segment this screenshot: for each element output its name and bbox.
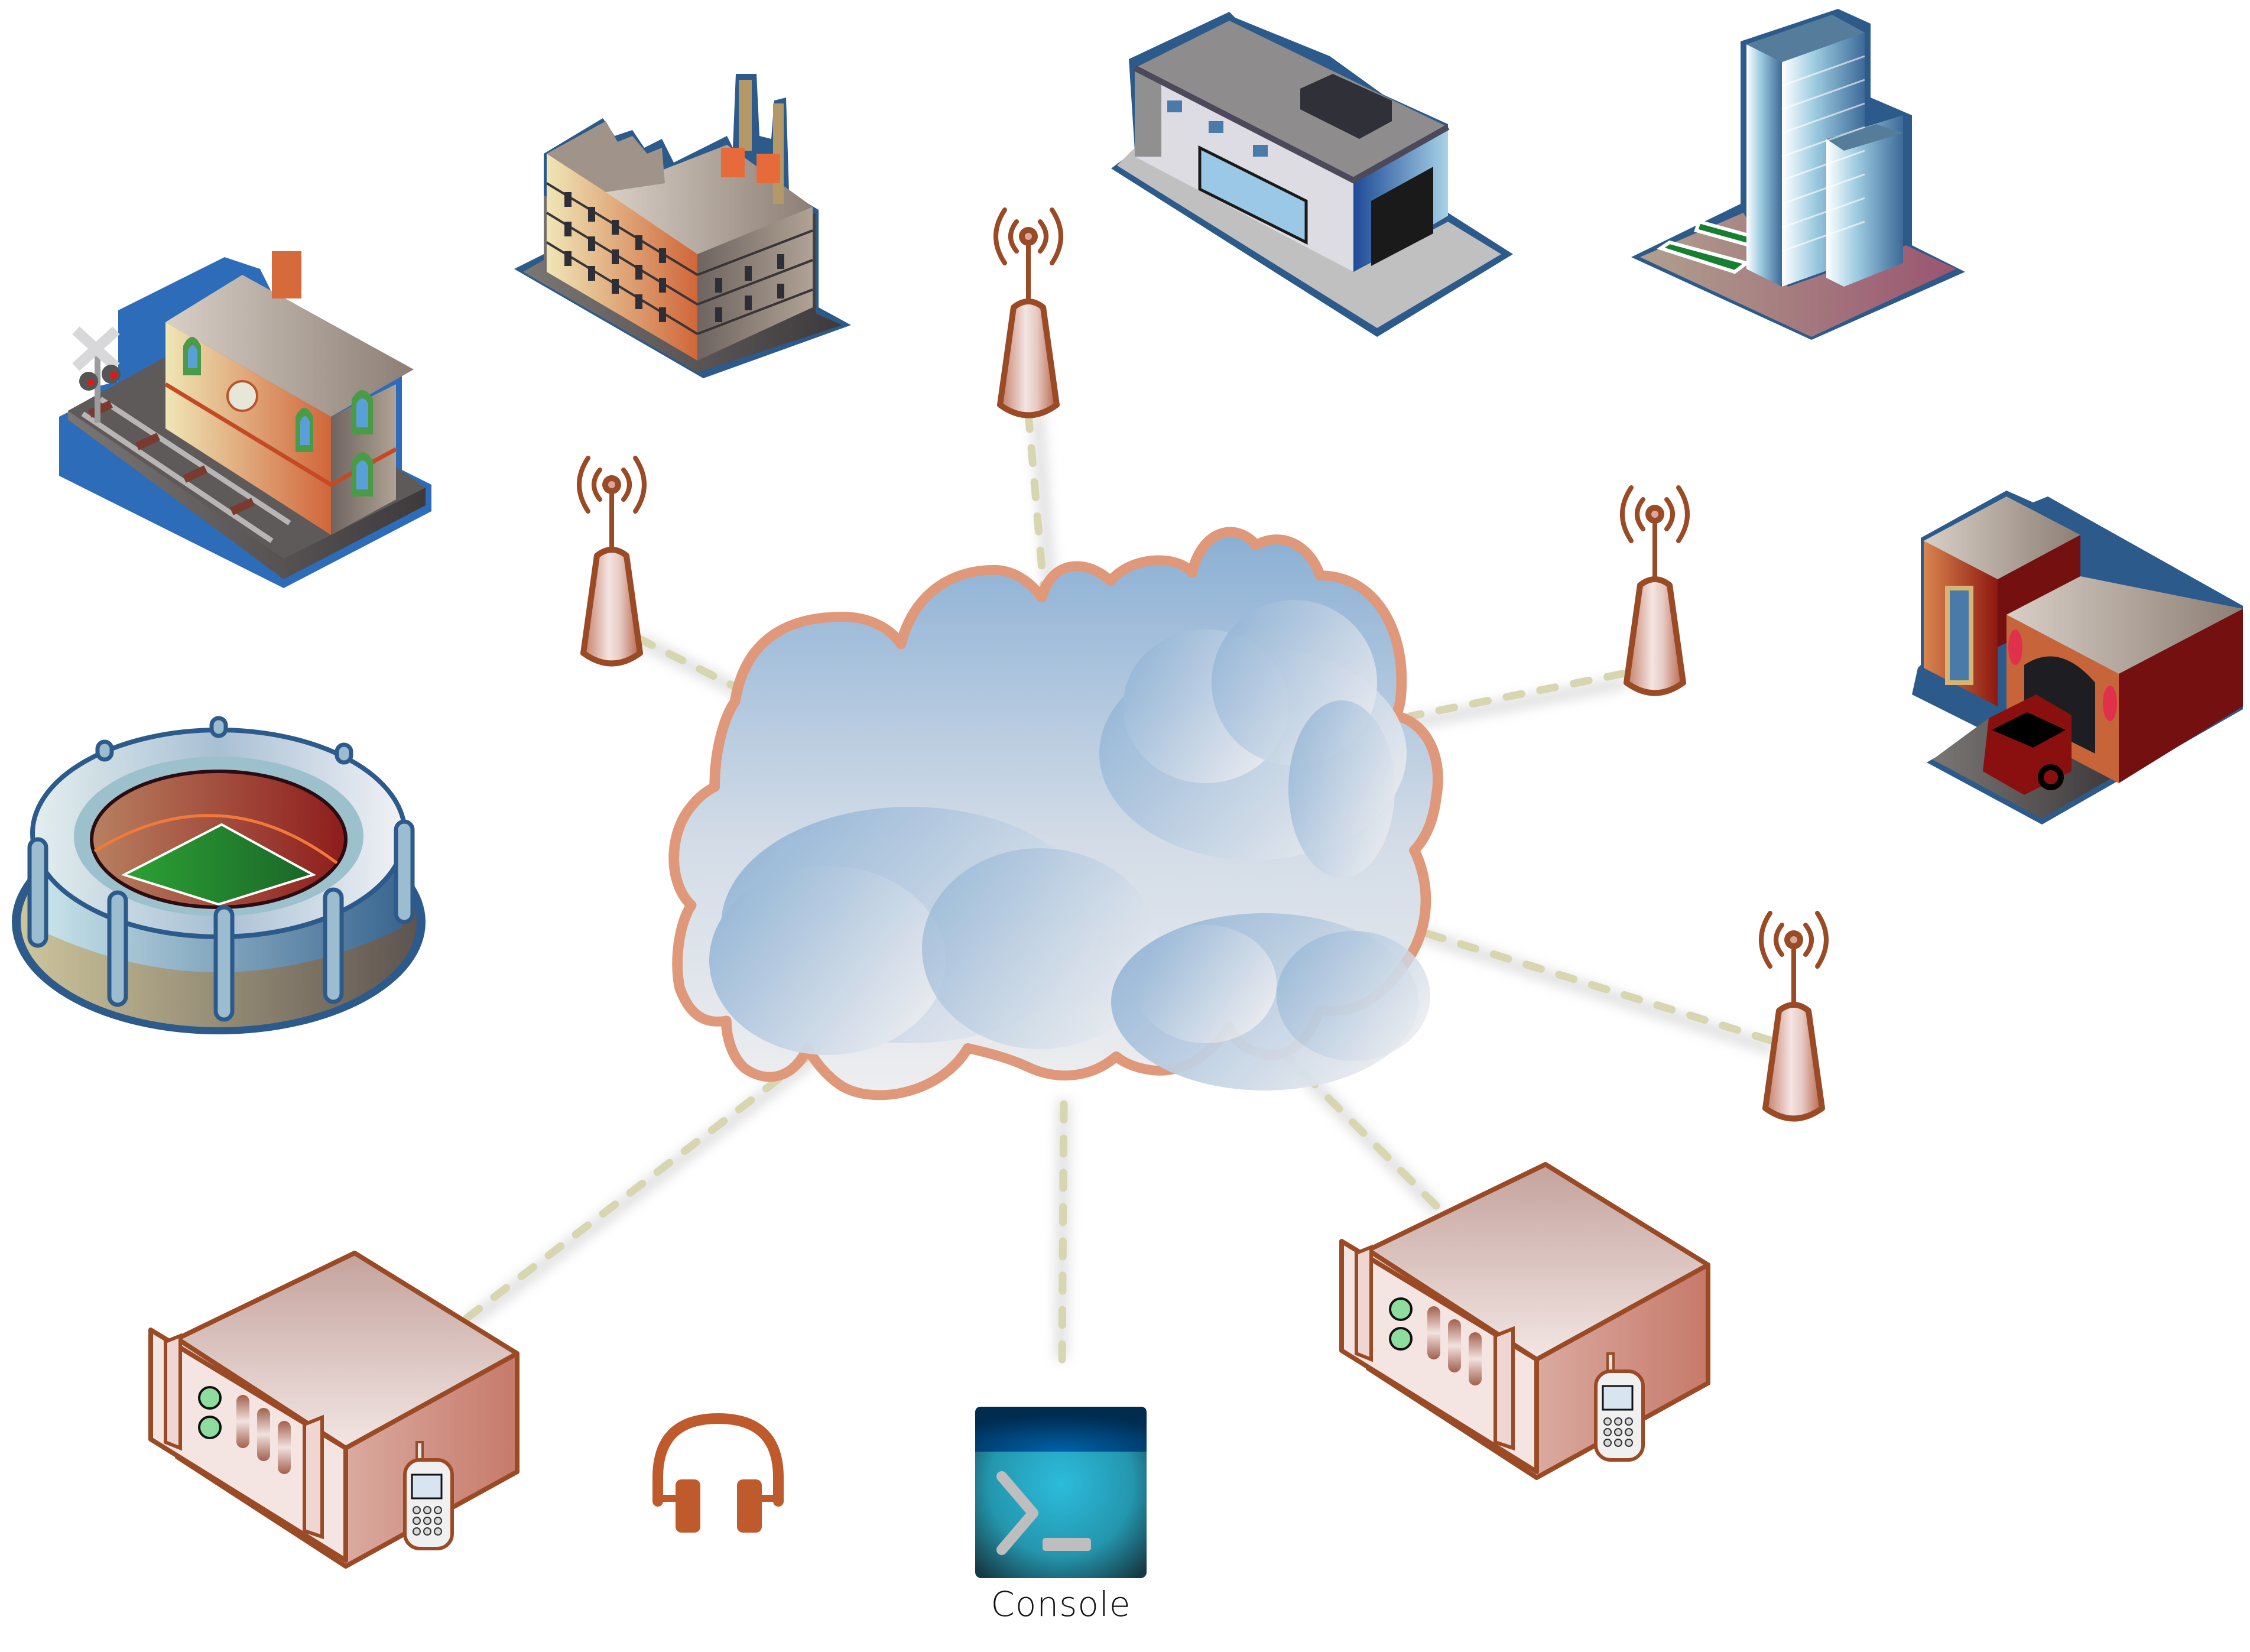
radio-tower-icon bbox=[993, 207, 1063, 418]
stadium-icon bbox=[12, 716, 426, 1034]
garage-building-icon bbox=[1111, 12, 1513, 337]
radio-tower-icon bbox=[577, 456, 647, 667]
link-cloud-server-left bbox=[463, 1042, 826, 1322]
office-tower-icon bbox=[1631, 9, 1965, 340]
antenna-lower-right-node[interactable] bbox=[1752, 898, 1835, 1123]
terminal-icon bbox=[975, 1407, 1147, 1578]
cloud-hub[interactable] bbox=[668, 527, 1454, 1126]
antenna-left-node[interactable] bbox=[570, 443, 653, 668]
stadium-node[interactable] bbox=[6, 697, 431, 1037]
factory-icon bbox=[514, 74, 851, 378]
antenna-top-node[interactable] bbox=[987, 195, 1070, 420]
skyscraper-node[interactable] bbox=[1628, 9, 1965, 458]
cloud-icon bbox=[668, 527, 1443, 1101]
train-station-icon bbox=[59, 251, 431, 588]
console-label: Console bbox=[991, 1584, 1131, 1624]
headphones-icon bbox=[652, 1413, 784, 1533]
link-cloud-antenna-right bbox=[1405, 670, 1626, 720]
antenna-right-node[interactable] bbox=[1613, 473, 1696, 697]
radio-tower-icon bbox=[1620, 485, 1690, 696]
server-left-node[interactable] bbox=[148, 1251, 523, 1569]
link-cloud-console bbox=[1058, 1089, 1068, 1364]
console-node[interactable] bbox=[975, 1407, 1147, 1578]
factory-node[interactable] bbox=[508, 65, 857, 378]
fire-station-icon bbox=[1912, 491, 2243, 825]
radio-tower-icon bbox=[1759, 911, 1829, 1122]
fire-station-node[interactable] bbox=[1906, 488, 2249, 830]
server-right-node[interactable] bbox=[1339, 1162, 1714, 1480]
radio-server-icon bbox=[1339, 1162, 1710, 1480]
headset-node[interactable] bbox=[647, 1404, 789, 1533]
train-station-node[interactable] bbox=[47, 239, 431, 588]
link-cloud-antenna-top bbox=[1024, 410, 1049, 607]
radio-server-icon bbox=[148, 1251, 520, 1569]
link-cloud-antenna-lower-right bbox=[1414, 927, 1774, 1044]
garage-node[interactable] bbox=[1105, 12, 1513, 343]
